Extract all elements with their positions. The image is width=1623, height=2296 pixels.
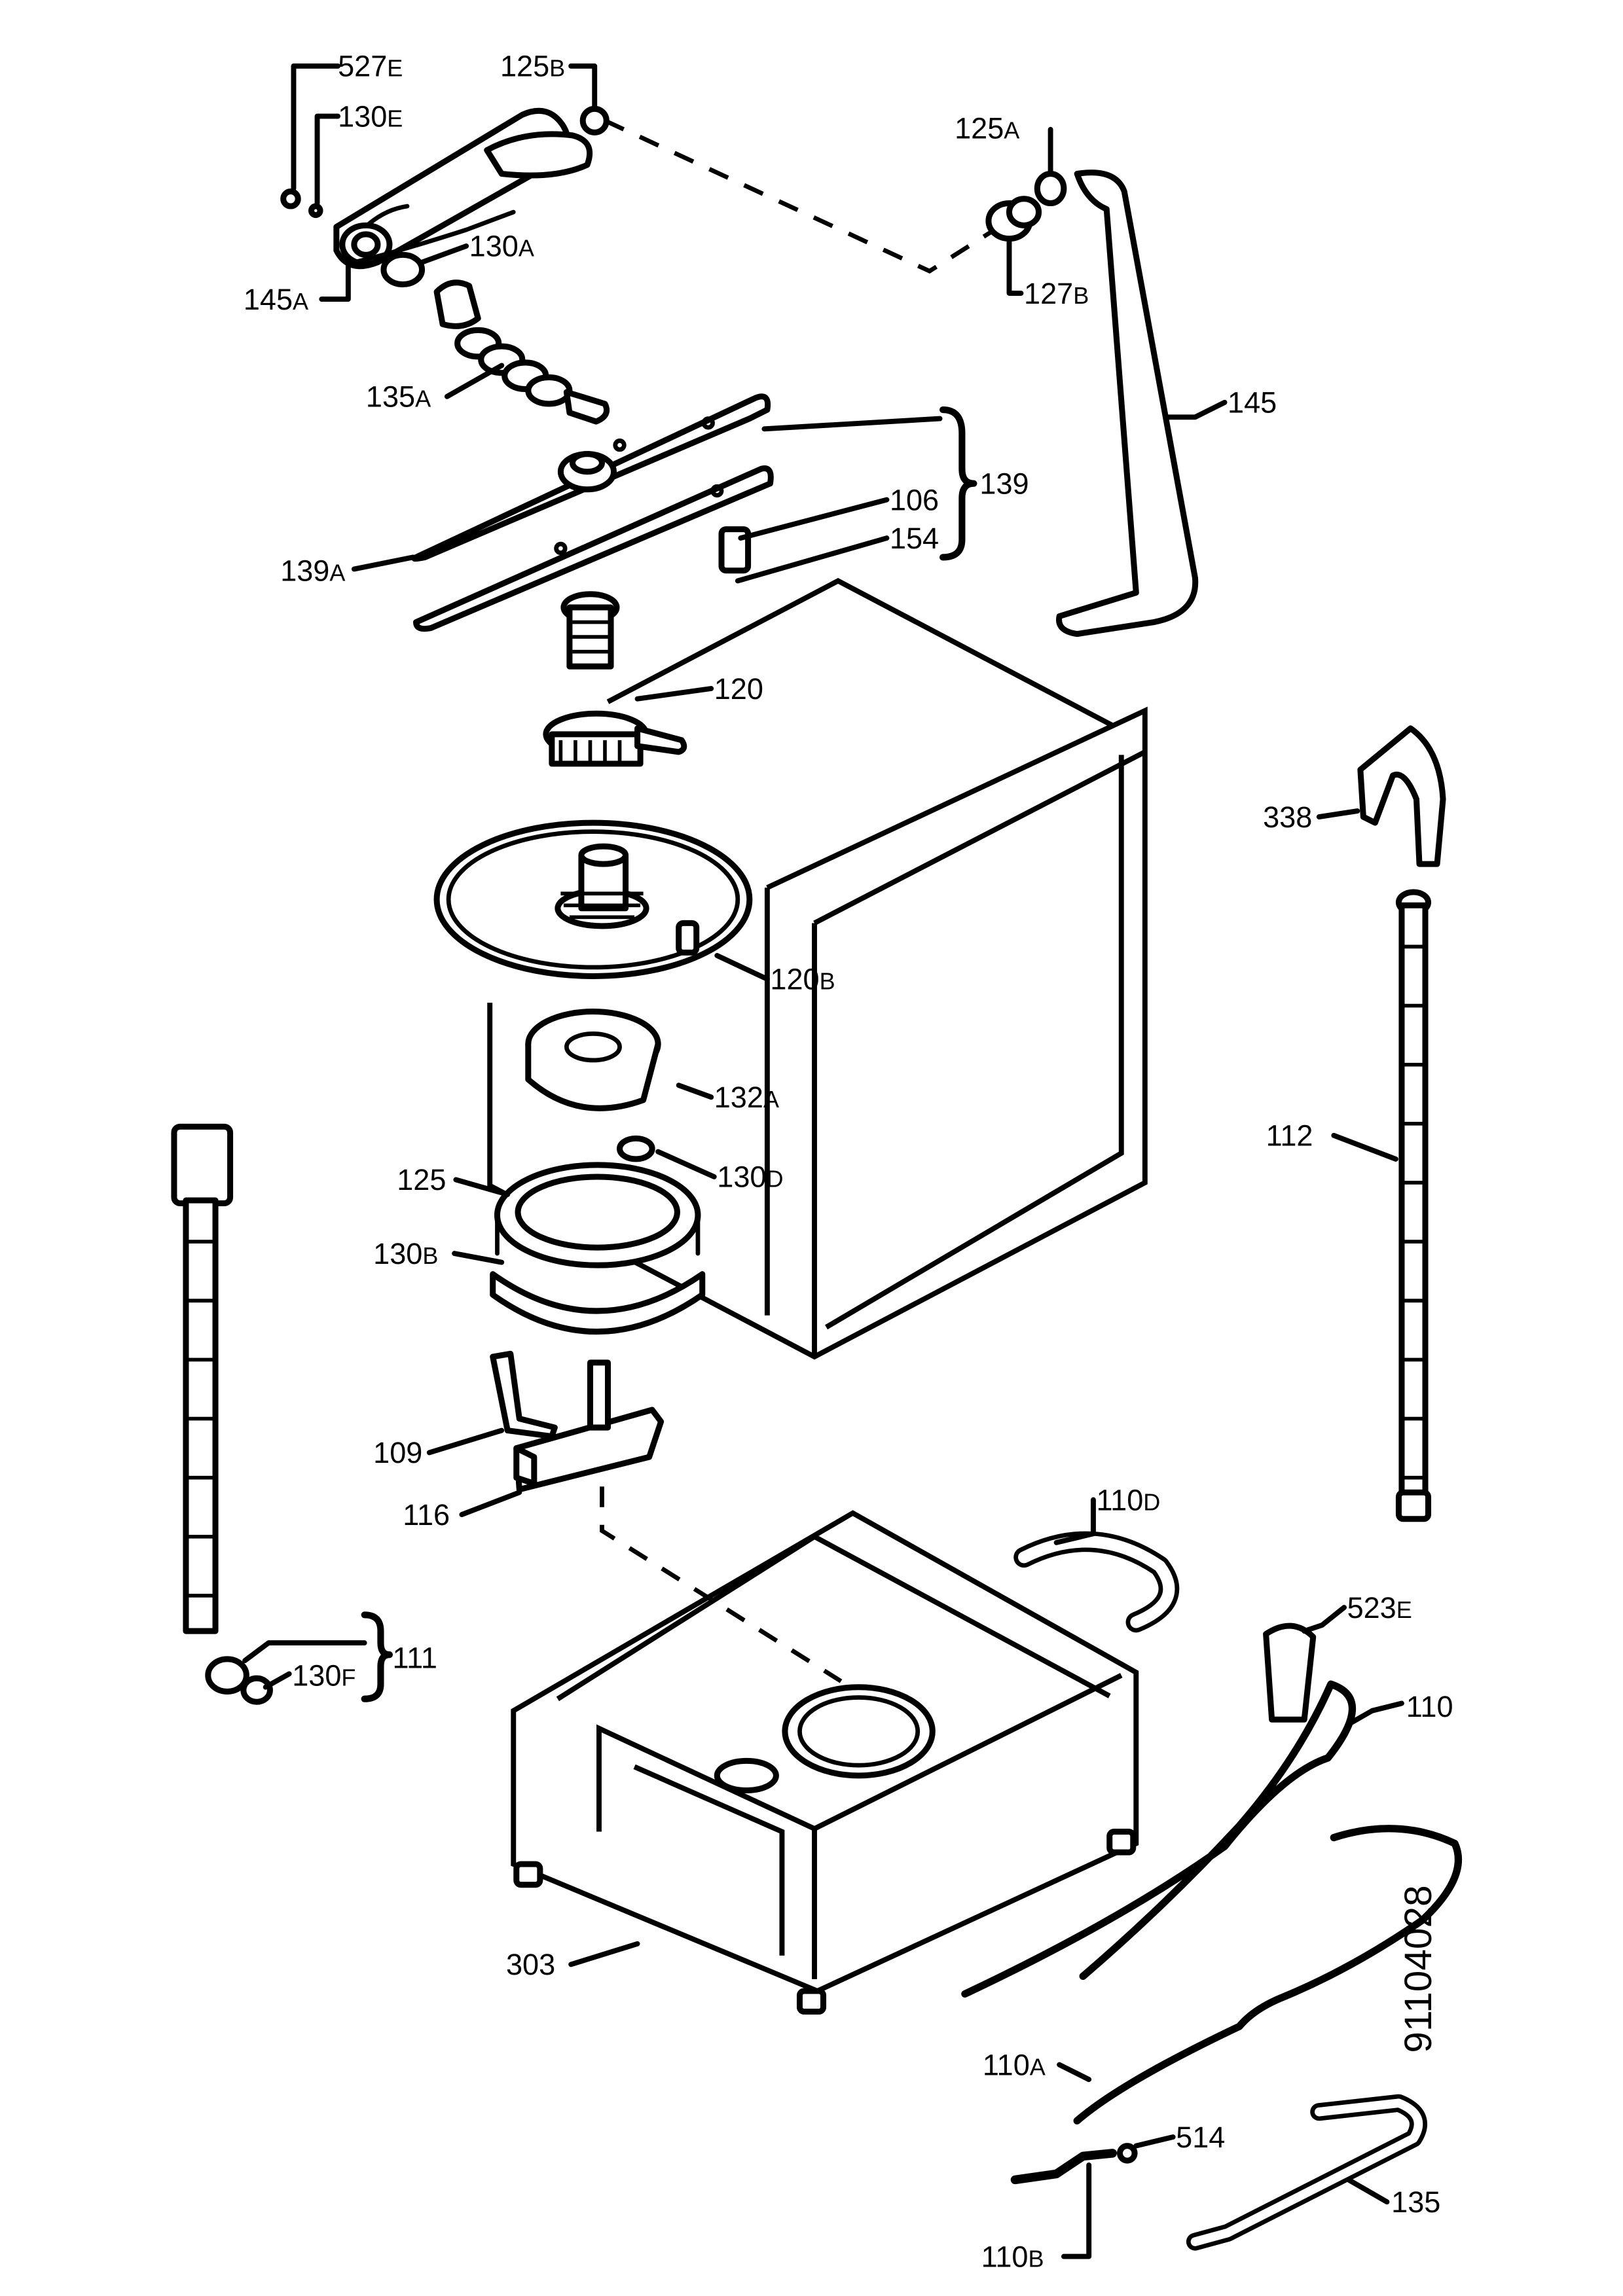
drawings	[171, 105, 1463, 2251]
hose-135-inner	[1190, 2098, 1423, 2246]
hose-112	[1395, 889, 1432, 1522]
label-106: 106	[890, 483, 939, 516]
label-145: 145	[1228, 386, 1277, 420]
label-139: 139	[979, 467, 1029, 501]
base-frame-303	[511, 1510, 1139, 2015]
label-120b: 120B	[770, 963, 835, 996]
leader-lines	[242, 63, 1404, 2259]
label-139a: 139A	[280, 554, 345, 587]
clip-338	[1357, 725, 1446, 867]
sump-132a	[525, 1009, 661, 1111]
cable-110	[961, 1680, 1357, 1998]
label-523e: 523E	[1347, 1591, 1412, 1624]
label-110d: 110D	[1096, 1483, 1160, 1516]
label-303: 303	[506, 1948, 555, 1981]
washer-130e	[308, 203, 323, 219]
label-130f: 130F	[292, 1659, 356, 1692]
cabinet-outline	[487, 578, 1148, 1360]
upper-spray-arm	[333, 107, 593, 270]
guide-line-upper	[604, 118, 996, 274]
label-125: 125	[397, 1163, 446, 1196]
label-527e: 527E	[338, 50, 403, 83]
inlet-hose-111	[171, 1123, 249, 1695]
label-130a: 130A	[469, 230, 534, 263]
filter-120	[543, 710, 687, 767]
label-110b: 110B	[981, 2240, 1044, 2273]
label-130d: 130D	[717, 1160, 783, 1194]
tray-120b	[433, 819, 753, 979]
label-109: 109	[373, 1436, 422, 1469]
label-145a: 145A	[244, 283, 308, 316]
document-number: 91104028	[1397, 1885, 1440, 2053]
cable-110a	[1073, 1825, 1463, 2125]
label-130b: 130B	[373, 1237, 438, 1270]
label-132a: 132A	[714, 1081, 779, 1114]
label-125b: 125B	[500, 50, 565, 83]
part-116	[513, 1359, 665, 1493]
label-514: 514	[1176, 2121, 1225, 2154]
seal-130f	[240, 1675, 273, 1705]
nozzle-hub	[560, 591, 620, 670]
label-338: 338	[1263, 800, 1312, 834]
hose-110d-inner	[1018, 1535, 1175, 1628]
seal-130a	[380, 251, 426, 288]
nut-527e	[280, 188, 301, 209]
guide-line-lower	[600, 1486, 843, 1683]
cable-110b	[1010, 2149, 1118, 2185]
ring-125	[494, 1162, 701, 1268]
seal-125b	[579, 105, 610, 135]
label-112: 112	[1266, 1119, 1313, 1153]
seal-125a	[1034, 170, 1067, 207]
hose-135	[1186, 2094, 1427, 2251]
seal-130d	[617, 1135, 655, 1162]
feed-pipe-145	[1056, 170, 1199, 637]
label-125a: 125A	[955, 111, 1019, 145]
gasket-130b	[490, 1271, 706, 1335]
connector-127b	[985, 196, 1042, 242]
part-labels: 527E 125B 130E 125A 130A 145A 127B 135A …	[244, 50, 1453, 2274]
label-135a: 135A	[366, 380, 431, 414]
label-154: 154	[890, 522, 939, 555]
label-135: 135	[1391, 2185, 1440, 2219]
label-110a: 110A	[983, 2048, 1046, 2081]
bellows-tube-135a	[433, 279, 610, 425]
label-127b: 127B	[1024, 277, 1089, 310]
clip-514	[1117, 2143, 1138, 2164]
bracket-523e	[1263, 1623, 1317, 1723]
label-110: 110	[1406, 1690, 1453, 1723]
label-130e: 130E	[338, 99, 403, 133]
part-109	[490, 1350, 558, 1440]
label-120: 120	[714, 672, 763, 706]
label-111: 111	[392, 1641, 437, 1674]
label-116: 116	[403, 1498, 450, 1532]
